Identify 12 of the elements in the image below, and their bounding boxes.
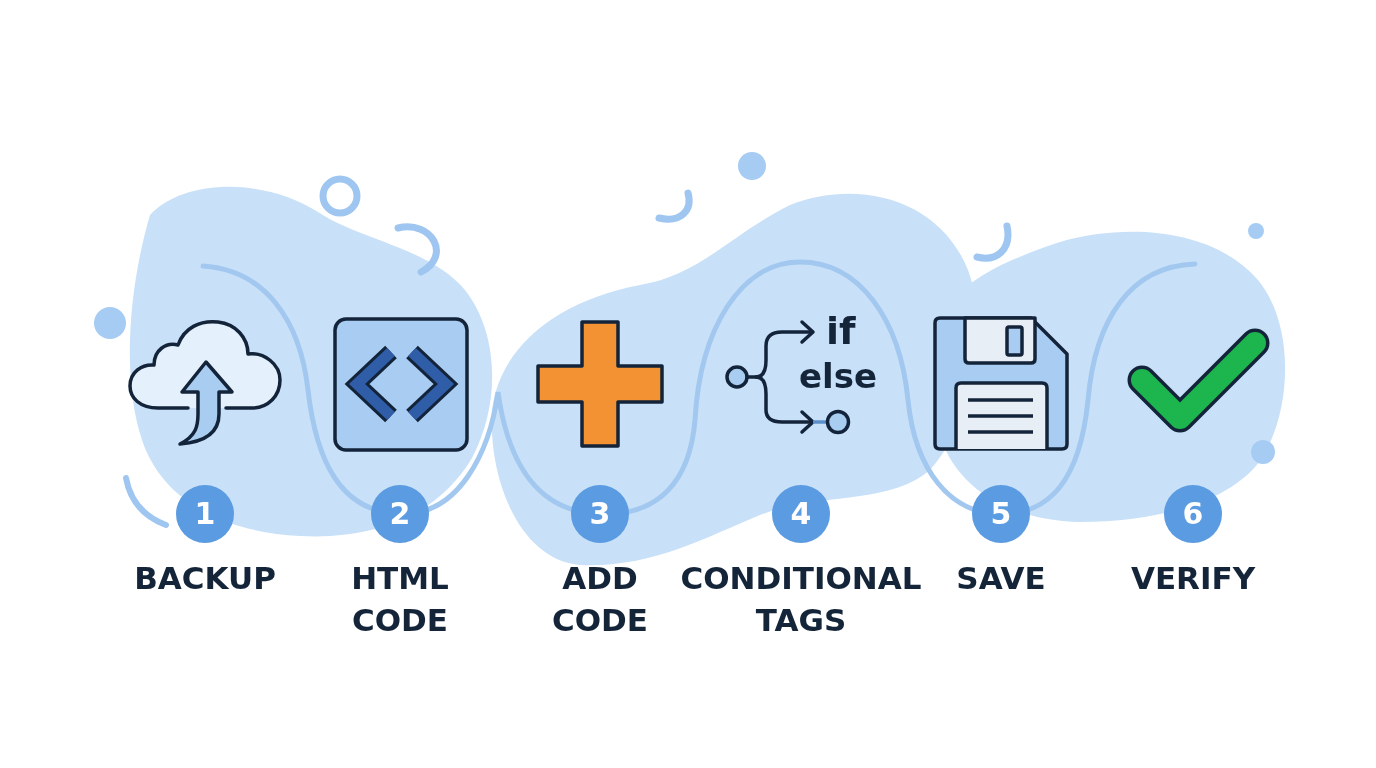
keyword-label: else	[799, 359, 877, 393]
step-number-circle: 5	[972, 485, 1030, 543]
step-label: ADD CODE	[552, 559, 648, 640]
step-number-circle: 6	[1164, 485, 1222, 543]
step-label: VERIFY	[1130, 559, 1256, 598]
step-label: SAVE	[956, 559, 1046, 598]
step-label: HTML CODE	[351, 559, 449, 640]
step-label: CONDITIONAL TAGS	[680, 559, 922, 640]
step-number-circle: 1	[176, 485, 234, 543]
step-number-circle: 4	[772, 485, 830, 543]
step-label: BACKUP	[134, 559, 276, 598]
keyword-label: if	[826, 312, 856, 350]
